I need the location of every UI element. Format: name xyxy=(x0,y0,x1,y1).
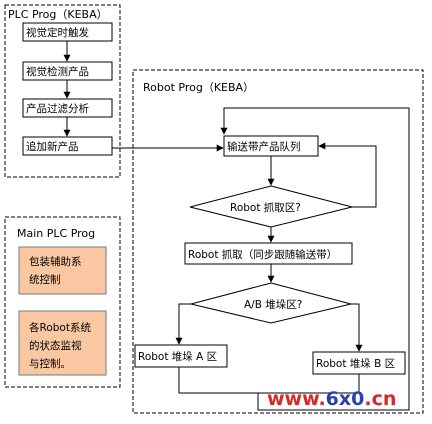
plc-step-label-4: 追加新产品 xyxy=(26,140,79,153)
stack-a-label: Robot 堆垛 A 区 xyxy=(138,351,217,363)
watermark-logo: www.6x0.cn xyxy=(267,388,396,410)
robot-monitor-line-2: 的状态监视 xyxy=(29,339,82,352)
stack-zone-decision-label: A/B 堆垛区? xyxy=(244,299,302,311)
watermark-text: www.6x0.cn xyxy=(267,388,396,410)
decision1-no-loop-arrow xyxy=(318,142,377,208)
grab-box xyxy=(184,242,353,265)
main-plc-prog-frame xyxy=(4,216,121,388)
plc-step-label-1: 视觉定时触发 xyxy=(26,26,89,39)
plc-prog-title: PLC Prog（KEBA） xyxy=(8,8,108,21)
aux-control-line-2: 统控制 xyxy=(29,273,61,286)
queue-box-label: 输送带产品队列 xyxy=(227,140,301,153)
main-plc-box-aux-control xyxy=(18,246,107,295)
plc-prog-group: PLC Prog（KEBA） 视觉定时触发 视觉检测产品 产品过滤分析 追加新产… xyxy=(4,4,121,178)
decision2-to-b-arrow xyxy=(351,303,363,352)
main-plc-prog-group: Main PLC Prog 包装辅助系 统控制 各Robot系统 的状态监视 与… xyxy=(4,216,121,388)
stack-b-return-line xyxy=(258,374,360,394)
stack-a-box xyxy=(134,344,228,368)
watermark-www: www. xyxy=(267,388,326,410)
plc-step-label-3: 产品过滤分析 xyxy=(26,102,89,115)
stack-b-label: Robot 堆垛 B 区 xyxy=(316,358,395,370)
plc-prog-frame xyxy=(4,4,121,178)
robot-prog-title: Robot Prog（KEBA） xyxy=(143,81,254,94)
robot-monitor-line-3: 与控制。 xyxy=(29,357,71,370)
plc-step-box-4 xyxy=(22,136,113,156)
main-plc-prog-title: Main PLC Prog xyxy=(17,227,95,240)
watermark-main: 6x0 xyxy=(326,388,365,410)
stack-a-return-line xyxy=(178,367,258,394)
aux-control-line-1: 包装辅助系 xyxy=(29,255,82,268)
plc-step-label-2: 视觉检测产品 xyxy=(26,65,89,78)
robot-prog-frame xyxy=(132,69,424,414)
robot-monitor-line-1: 各Robot系统 xyxy=(29,321,91,334)
stack-zone-decision xyxy=(190,282,352,324)
robot-prog-group: Robot Prog（KEBA） 输送带产品队列 Robot 抓取区? Robo… xyxy=(132,69,424,414)
main-plc-box-robot-monitor xyxy=(18,310,107,376)
loop-back-line xyxy=(220,107,410,411)
grab-box-label: Robot 抓取（同步跟随输送带） xyxy=(188,248,337,261)
grab-zone-decision-label: Robot 抓取区? xyxy=(230,201,301,214)
decision2-to-a-arrow xyxy=(175,303,191,345)
watermark-tld: .cn xyxy=(364,388,396,410)
